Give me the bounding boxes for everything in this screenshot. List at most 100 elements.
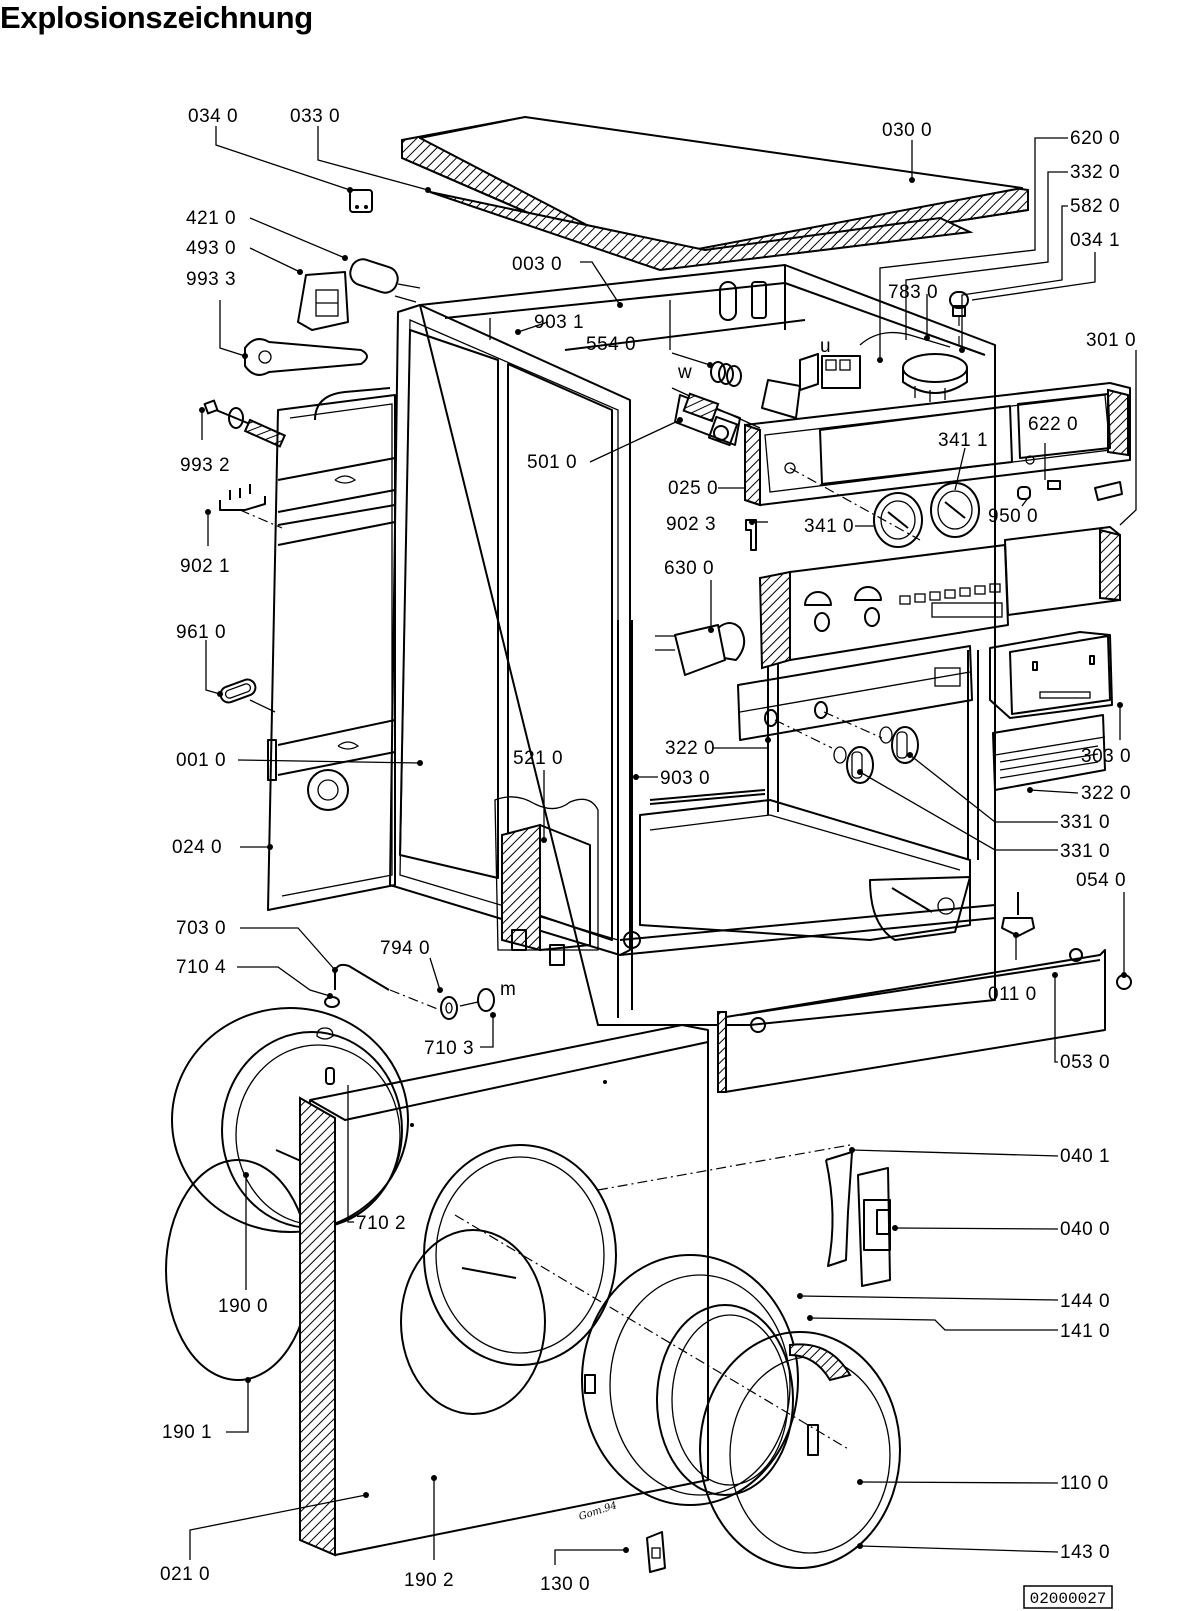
part-label-993-3[interactable]: 993 3 [186,269,236,290]
facia-strip-part[interactable] [737,645,973,749]
part-label-011-0[interactable]: 011 0 [988,984,1037,1005]
part-label-053-0[interactable]: 053 0 [1060,1052,1110,1073]
part-label-025-0[interactable]: 025 0 [668,478,718,499]
seal-ring-190-1-part[interactable] [165,1159,311,1381]
heater-block-part[interactable] [494,796,599,966]
part-label-620-0[interactable]: 620 0 [1070,128,1120,149]
cap-part[interactable] [949,291,969,345]
part-label-950-0[interactable]: 950 0 [988,506,1038,527]
part-label-021-0[interactable]: 021 0 [160,1564,210,1585]
part-label-001-0[interactable]: 001 0 [176,750,226,771]
part-label-341-1[interactable]: 341 1 [938,430,988,451]
door-glass-part[interactable] [656,1304,794,1496]
part-label-710-3[interactable]: 710 3 [424,1038,474,1059]
part-label-040-0[interactable]: 040 0 [1060,1219,1110,1240]
part-label-190-2[interactable]: 190 2 [404,1570,454,1591]
knob-331-0-b-part[interactable] [879,726,919,764]
part-label-521-0[interactable]: 521 0 [513,748,563,769]
drawing-number: 02000027 [1023,1585,1113,1609]
part-label-054-0[interactable]: 054 0 [1076,870,1126,891]
knob-331-0-a-part[interactable] [833,746,874,784]
part-label-003-0[interactable]: 003 0 [512,254,562,275]
part-label-710-2[interactable]: 710 2 [356,1213,406,1234]
door-bellows-part[interactable] [171,1007,409,1233]
transport-bolt-part[interactable] [203,399,287,448]
part-label-501-0[interactable]: 501 0 [527,452,577,473]
wrench-part[interactable] [244,338,368,376]
part-label-322-0b[interactable]: 322 0 [1081,783,1131,804]
worktop-part[interactable] [401,116,1029,270]
part-label-710-4[interactable]: 710 4 [176,957,226,978]
clip-902-3-part[interactable] [745,519,757,551]
detergent-drawer-part[interactable] [989,631,1113,719]
part-label-902-3[interactable]: 902 3 [666,514,716,535]
part-label-622-0[interactable]: 622 0 [1028,414,1078,435]
clip-part[interactable] [349,189,373,213]
part-label-331-0b[interactable]: 331 0 [1060,841,1110,862]
part-label-144-0[interactable]: 144 0 [1060,1291,1110,1312]
capacitor-part[interactable] [347,256,421,303]
part-label-033-0[interactable]: 033 0 [290,106,340,127]
part-label-110-0[interactable]: 110 0 [1060,1473,1109,1494]
part-label-143-0[interactable]: 143 0 [1060,1542,1110,1563]
part-label-902-1[interactable]: 902 1 [180,556,230,577]
part-label-141-0[interactable]: 141 0 [1060,1321,1110,1342]
part-label-794-0[interactable]: 794 0 [380,938,430,959]
rear-panel-part[interactable] [267,387,396,911]
control-panel-frame-part[interactable] [744,382,1131,507]
part-label-301-0[interactable]: 301 0 [1086,330,1136,351]
roller-part[interactable] [440,988,495,1020]
part-label-024-0[interactable]: 024 0 [172,837,222,858]
door-inner-frame-part[interactable] [581,1254,799,1506]
part-label-190-1[interactable]: 190 1 [162,1422,212,1443]
part-label-903-0[interactable]: 903 0 [660,768,710,789]
part-label-903-1[interactable]: 903 1 [534,312,584,333]
door-outer-ring-part[interactable] [699,1331,901,1569]
part-label-961-0[interactable]: 961 0 [176,622,226,643]
part-label-421-0[interactable]: 421 0 [186,208,236,229]
timer-part[interactable] [902,353,968,402]
part-label-332-0[interactable]: 332 0 [1070,162,1120,183]
part-label-034-1[interactable]: 034 1 [1070,230,1120,251]
part-label-030-0[interactable]: 030 0 [882,120,932,141]
part-label-630-0[interactable]: 630 0 [664,558,714,579]
cabinet-part[interactable] [419,264,996,1026]
part-label-783-0[interactable]: 783 0 [888,282,938,303]
relay-part[interactable] [799,331,951,391]
door-interlock-part[interactable] [655,622,746,676]
facia-panel-part[interactable] [758,526,1121,670]
part-label-341-0[interactable]: 341 0 [804,516,854,537]
wire-marker-m: m [500,979,516,1000]
part-label-554-0[interactable]: 554 0 [586,334,636,355]
switch-part[interactable] [1047,480,1123,501]
kick-plate-part[interactable] [717,948,1106,1093]
terminal-block-part[interactable] [297,271,349,331]
dial-341-1-part[interactable] [930,482,980,538]
door-hinge-part[interactable] [825,1151,891,1287]
door-catch-part[interactable] [646,1531,666,1573]
seal-ring-190-2-part[interactable] [400,1229,546,1415]
part-label-322-0a[interactable]: 322 0 [665,738,715,759]
dial-341-0-part[interactable] [873,492,923,548]
wire-marker-w: w [677,362,692,383]
hose-part[interactable] [324,963,441,1011]
gasket-ring-part[interactable] [218,677,276,713]
part-label-034-0[interactable]: 034 0 [188,106,238,127]
adjustable-foot-part[interactable] [1001,892,1035,937]
part-label-703-0[interactable]: 703 0 [176,918,226,939]
thermostat-part[interactable] [671,387,761,447]
part-label-190-0[interactable]: 190 0 [218,1296,268,1317]
part-label-331-0a[interactable]: 331 0 [1060,812,1110,833]
hinge-bracket-part[interactable] [219,484,283,529]
instruction-label-part[interactable] [992,714,1106,791]
coil-part[interactable] [710,361,801,419]
part-label-993-2[interactable]: 993 2 [180,455,230,476]
wire-marker-u: u [820,336,831,357]
part-label-582-0[interactable]: 582 0 [1070,196,1120,217]
lamp-part[interactable] [1017,486,1031,500]
part-label-493-0[interactable]: 493 0 [186,238,236,259]
insulation-mat-part[interactable] [429,191,974,272]
part-label-040-1[interactable]: 040 1 [1060,1146,1110,1167]
part-label-130-0[interactable]: 130 0 [540,1574,590,1595]
part-label-303-0[interactable]: 303 0 [1081,746,1131,767]
